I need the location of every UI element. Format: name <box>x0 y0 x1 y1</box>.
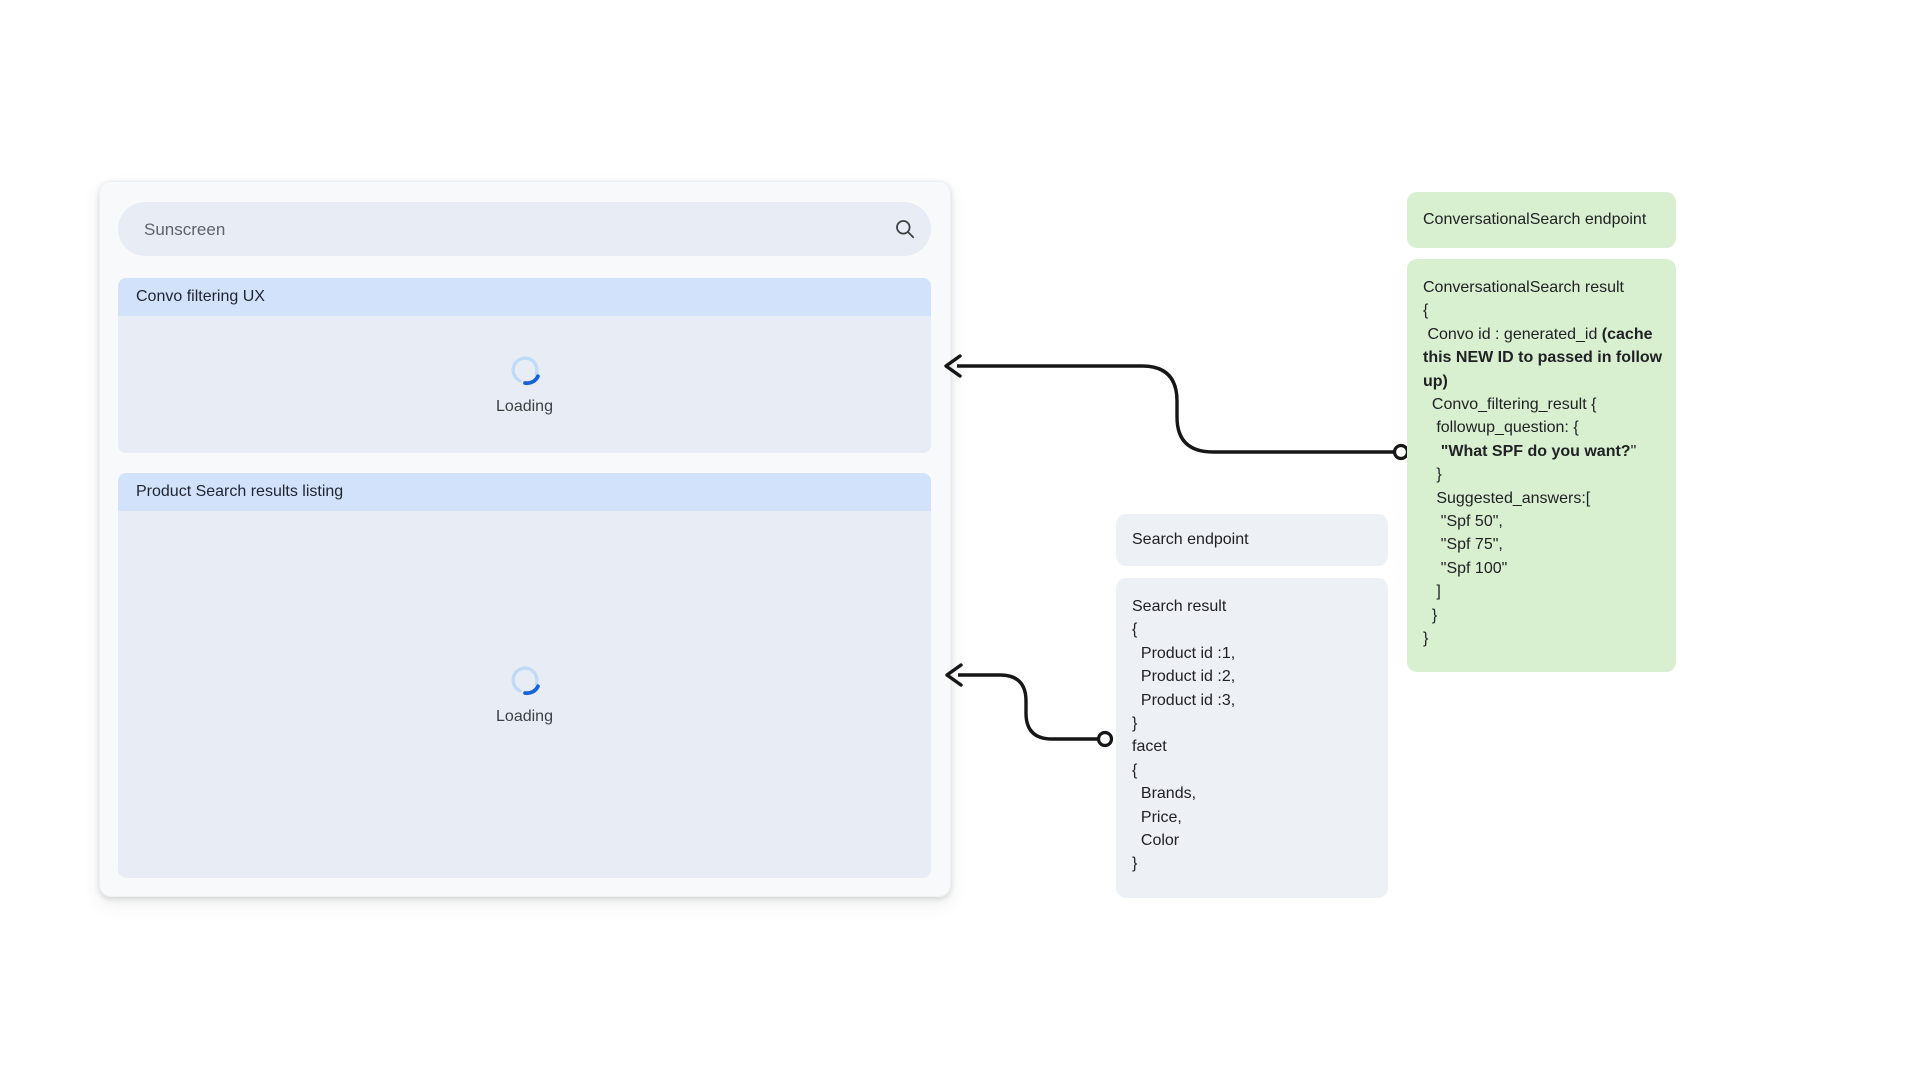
code-line: Price, <box>1132 808 1182 826</box>
code-line: { <box>1132 761 1138 779</box>
conversational-endpoint-note: ConversationalSearch endpoint <box>1407 192 1676 248</box>
product-results-section: Product Search results listing Loading <box>118 473 931 878</box>
code-line: Color <box>1132 832 1180 850</box>
product-results-title: Product Search results listing <box>136 483 344 500</box>
convo-filtering-header: Convo filtering UX <box>118 278 931 316</box>
code-line: Search result <box>1132 598 1227 615</box>
connector-dot <box>1392 443 1410 461</box>
search-result-note: Search result { Product id :1, Product id… <box>1116 578 1388 898</box>
code-line: "What SPF do you want?" <box>1440 442 1637 460</box>
code-line: followup_question: { <box>1423 419 1579 437</box>
code-line: { <box>1132 621 1138 639</box>
code-line: } <box>1423 630 1429 648</box>
code-line: { <box>1423 302 1429 320</box>
code-line: } <box>1132 715 1138 733</box>
product-results-body: Loading <box>118 511 931 878</box>
convo-filtering-title: Convo filtering UX <box>136 288 265 305</box>
code-line: "Spf 75", <box>1423 536 1503 554</box>
code-line: } <box>1132 855 1138 873</box>
code-line: up) <box>1423 372 1448 390</box>
code-line: } <box>1423 466 1442 484</box>
code-line: Convo id : generated_id (cache <box>1423 325 1653 343</box>
loading-spinner-icon <box>510 356 540 386</box>
loading-label: Loading <box>496 398 553 415</box>
conversational-result-note: ConversationalSearch result { Convo id : … <box>1407 259 1676 672</box>
search-endpoint-note: Search endpoint <box>1116 514 1388 566</box>
connector-arrow-conversational <box>944 354 1410 461</box>
code-line: this NEW ID to passed in follow <box>1423 349 1663 367</box>
loading-label: Loading <box>496 708 553 725</box>
conversational-endpoint-label: ConversationalSearch endpoint <box>1423 211 1647 228</box>
search-input[interactable] <box>142 202 886 258</box>
product-results-header: Product Search results listing <box>118 473 931 511</box>
loading-spinner-icon <box>510 666 540 696</box>
code-line: "Spf 100" <box>1423 559 1508 577</box>
code-line: ] <box>1423 583 1441 601</box>
search-icon[interactable] <box>893 217 917 241</box>
connector-arrow-search <box>945 663 1114 748</box>
convo-filtering-body: Loading <box>118 316 931 453</box>
code-line: facet <box>1132 738 1167 756</box>
code-line: Product id :2, <box>1132 668 1236 686</box>
search-ui-mock-card: Convo filtering UX Loading Product Searc… <box>99 181 951 897</box>
code-line: Product id :1, <box>1132 644 1236 662</box>
convo-filtering-section: Convo filtering UX Loading <box>118 278 931 453</box>
code-line: Suggested_answers:[ <box>1423 489 1591 507</box>
connector-dot <box>1096 730 1114 748</box>
search-endpoint-label: Search endpoint <box>1132 531 1249 548</box>
code-line: ConversationalSearch result <box>1423 279 1624 296</box>
code-line: } <box>1423 606 1438 624</box>
search-bar[interactable] <box>118 202 931 258</box>
code-line: Brands, <box>1132 785 1197 803</box>
code-line: Product id :3, <box>1132 691 1236 709</box>
code-line: Convo_filtering_result { <box>1423 396 1597 414</box>
code-line: "Spf 50", <box>1423 513 1503 531</box>
